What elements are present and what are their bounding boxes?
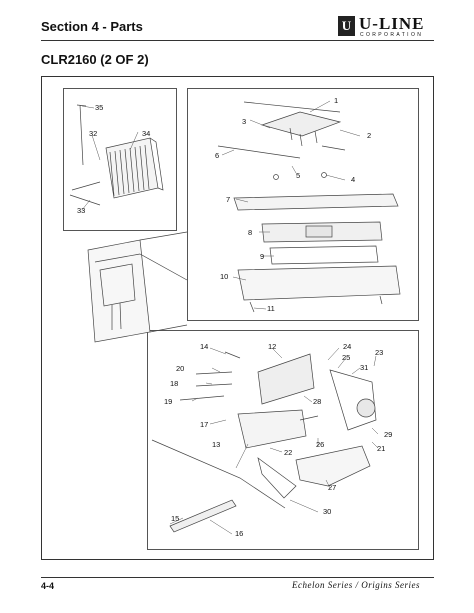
callout-34: 34	[142, 129, 151, 138]
logo-name: U-LINE	[359, 14, 425, 33]
callout-7: 7	[226, 195, 231, 204]
callout-26: 26	[316, 440, 325, 449]
callout-4: 4	[351, 175, 356, 184]
callout-25: 25	[342, 353, 351, 362]
callout-6: 6	[215, 151, 220, 160]
page-title: CLR2160 (2 OF 2)	[41, 52, 149, 67]
logo-corporation: CORPORATION	[360, 32, 424, 38]
callout-17: 17	[200, 420, 209, 429]
callout-9: 9	[260, 252, 265, 261]
callout-20: 20	[176, 364, 185, 373]
diagram-frame	[41, 76, 434, 560]
callout-18: 18	[170, 379, 179, 388]
callout-5: 5	[296, 171, 301, 180]
condenser-inset-box	[63, 88, 177, 231]
callout-27: 27	[328, 483, 337, 492]
refrigerator-cabinet-drawing	[87, 231, 188, 343]
ice-maker-assembly-box	[147, 330, 419, 550]
callout-14: 14	[200, 342, 209, 351]
callout-22: 22	[284, 448, 293, 457]
control-panel-drawing	[233, 193, 401, 313]
callout-19: 19	[164, 397, 173, 406]
callout-33: 33	[77, 206, 86, 215]
callout-1: 1	[334, 96, 339, 105]
footer-series-name: Echelon Series / Origins Series	[292, 580, 420, 590]
callout-28: 28	[313, 397, 322, 406]
ice-maker-drawing	[151, 351, 377, 533]
callout-2: 2	[367, 131, 372, 140]
control-assembly-box	[187, 88, 419, 321]
callout-23: 23	[375, 348, 384, 357]
callout-10: 10	[220, 272, 229, 281]
u-line-logo: U U-LINE CORPORATION	[338, 14, 434, 40]
callout-35: 35	[95, 103, 104, 112]
callout-15: 15	[171, 514, 180, 523]
callout-11: 11	[267, 304, 275, 313]
callout-24: 24	[343, 342, 352, 351]
header-rule	[41, 40, 434, 41]
callout-21: 21	[377, 444, 386, 453]
condenser-coil-drawing	[69, 104, 164, 206]
callout-31: 31	[360, 363, 369, 372]
callout-16: 16	[235, 529, 244, 538]
callout-3: 3	[242, 117, 247, 126]
callout-13: 13	[212, 440, 221, 449]
control-board-drawing	[217, 101, 346, 180]
callout-8: 8	[248, 228, 253, 237]
section-title: Section 4 - Parts	[41, 19, 143, 34]
callout-leader-lines	[81, 100, 379, 535]
callout-30: 30	[323, 507, 332, 516]
callout-29: 29	[384, 430, 393, 439]
callout-32: 32	[89, 129, 98, 138]
logo-mark: U	[338, 16, 355, 36]
callout-12: 12	[268, 342, 277, 351]
page-number: 4-4	[41, 581, 55, 591]
footer-rule	[41, 577, 434, 578]
